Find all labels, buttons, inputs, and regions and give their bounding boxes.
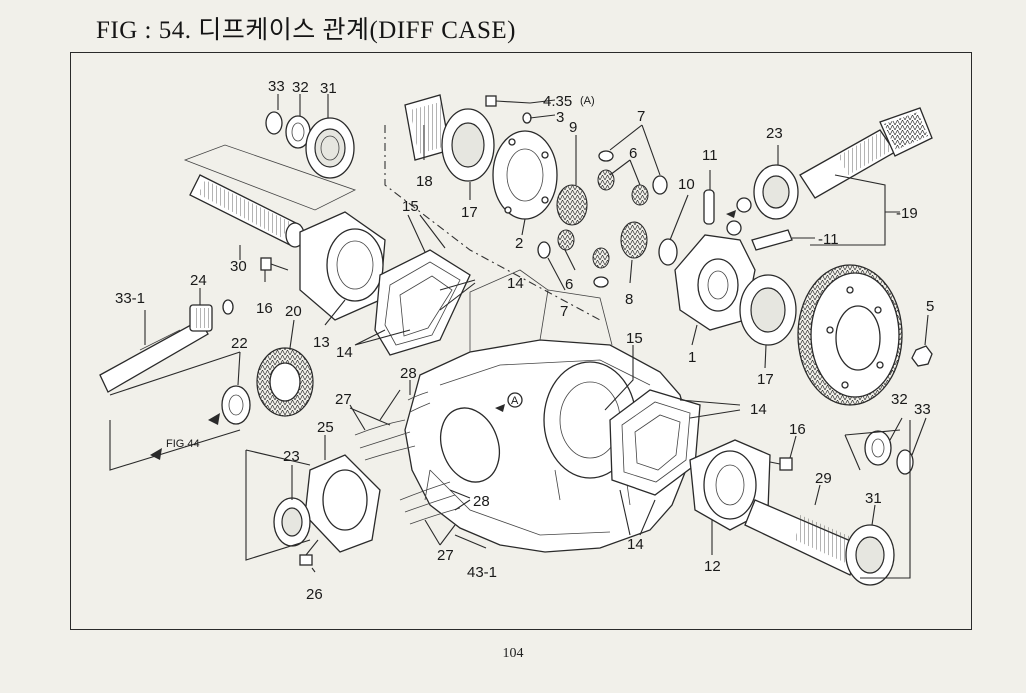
bearing-23-top xyxy=(753,164,799,220)
callout-22: 22 xyxy=(231,335,248,352)
callout-7-bot: 7 xyxy=(560,303,568,320)
diagram-frame xyxy=(70,52,972,630)
bearing-17-right xyxy=(739,274,797,346)
collar-32-right xyxy=(864,430,892,466)
callout-8: 8 xyxy=(625,291,633,308)
callout-7-top: 7 xyxy=(637,108,645,125)
washer-10 xyxy=(658,238,678,266)
gaskets-14-15-left xyxy=(374,249,471,356)
callout-16-left: 16 xyxy=(256,300,273,317)
diff-case-housing xyxy=(384,125,691,553)
bearing-23-bottom xyxy=(273,497,311,547)
bolt-4-35-and-washer-3 xyxy=(485,95,532,124)
bearing-17-top xyxy=(441,108,495,182)
callout-4-35: 4.35 xyxy=(543,93,572,110)
callout-23-bot: 23 xyxy=(283,448,300,465)
ref-a-marker-icon xyxy=(495,197,752,412)
drive-shaft-33-1 xyxy=(99,319,209,393)
bearing-31-right xyxy=(845,524,895,586)
fig44-arrow-icon xyxy=(150,413,220,460)
bearing-holder-25 xyxy=(304,454,381,553)
gear-20 xyxy=(256,347,314,417)
side-gear-9 xyxy=(556,184,588,226)
output-shaft-29 xyxy=(744,499,861,576)
callout-10: 10 xyxy=(678,176,695,193)
oil-seal-22 xyxy=(221,385,251,425)
callout-28-bot: 28 xyxy=(473,493,490,510)
page-title: FIG : 54. 디프케이스 관계(DIFF CASE) xyxy=(96,17,516,44)
callout-20: 20 xyxy=(285,303,302,320)
fig44-label: FIG.44 xyxy=(166,438,200,450)
callout-14-left-l: 14 xyxy=(336,344,353,361)
callout-17-right: 17 xyxy=(757,371,774,388)
callout-32-right: 32 xyxy=(891,391,908,408)
page-number: 104 xyxy=(502,646,524,661)
callout-3: 3 xyxy=(556,109,564,126)
callout-4-35-a: (A) xyxy=(580,95,595,107)
cover-plate-2 xyxy=(492,130,558,220)
bolt-26 xyxy=(299,539,319,566)
pinion-gears-6 xyxy=(557,169,649,269)
callout-16-right: 16 xyxy=(789,421,806,438)
callout-32-top: 32 xyxy=(292,79,309,96)
callout-33-right: 33 xyxy=(914,401,931,418)
callout-15-left: 15 xyxy=(402,198,419,215)
callout-14-right: 14 xyxy=(750,401,767,418)
callout-19: -19 xyxy=(896,205,918,222)
callout-9: 9 xyxy=(569,119,577,136)
callout-2: 2 xyxy=(515,235,523,252)
callout-30: 30 xyxy=(230,258,247,275)
callout-6-top: 6 xyxy=(629,145,637,162)
bolt-16-right xyxy=(769,457,793,471)
snap-ring-33-right xyxy=(896,449,914,475)
callout-24: 24 xyxy=(190,272,207,289)
callout-23-top: 23 xyxy=(766,125,783,142)
callout-5: 5 xyxy=(926,298,934,315)
bolt-16-left xyxy=(260,257,289,271)
callout-26: 26 xyxy=(306,586,323,603)
bearing-18 xyxy=(404,94,451,161)
callout-28-top: 28 xyxy=(400,365,417,382)
callout-14-bot: 14 xyxy=(627,536,644,553)
diff-case-1 xyxy=(674,234,756,331)
callout-6-bot: 6 xyxy=(565,276,573,293)
callout-17-top: 17 xyxy=(461,204,478,221)
ring-gear xyxy=(797,264,903,406)
callout-12: 12 xyxy=(704,558,721,575)
callout-labels: 33 32 31 4.35 (A) 3 9 7 6 11 10 23 -19 -… xyxy=(115,78,934,603)
bearing-31-top xyxy=(305,117,355,179)
ref-a-label: A xyxy=(511,395,519,407)
callout-15-right: 15 xyxy=(626,330,643,347)
callout-18: 18 xyxy=(416,173,433,190)
callout-11-mid: -11 xyxy=(818,231,839,248)
callout-33-top: 33 xyxy=(268,78,285,95)
callout-27-bot: 27 xyxy=(437,547,454,564)
callout-31-right: 31 xyxy=(865,490,882,507)
side-cover-12 xyxy=(689,439,771,531)
callout-29: 29 xyxy=(815,470,832,487)
spline-shaft-30 xyxy=(189,174,305,248)
nut-5 xyxy=(911,345,933,367)
callout-43-1: 43-1 xyxy=(467,564,497,581)
callout-27-top: 27 xyxy=(335,391,352,408)
pinion-shaft-19 xyxy=(799,107,933,199)
pins-11 xyxy=(703,189,793,251)
callout-31-top: 31 xyxy=(320,80,337,97)
callout-33-1: 33-1 xyxy=(115,290,145,307)
callout-25: 25 xyxy=(317,419,334,436)
needle-bearing-24 xyxy=(189,299,234,332)
side-gear-8 xyxy=(620,221,648,259)
leader-lines xyxy=(109,94,929,579)
thrust-washers-7 xyxy=(537,150,668,288)
snap-ring-33-top xyxy=(265,111,283,135)
callout-1: 1 xyxy=(688,349,696,366)
callout-11-top: 11 xyxy=(702,147,718,164)
callout-14-left-r: 14 xyxy=(507,275,524,292)
callout-13: 13 xyxy=(313,334,330,351)
